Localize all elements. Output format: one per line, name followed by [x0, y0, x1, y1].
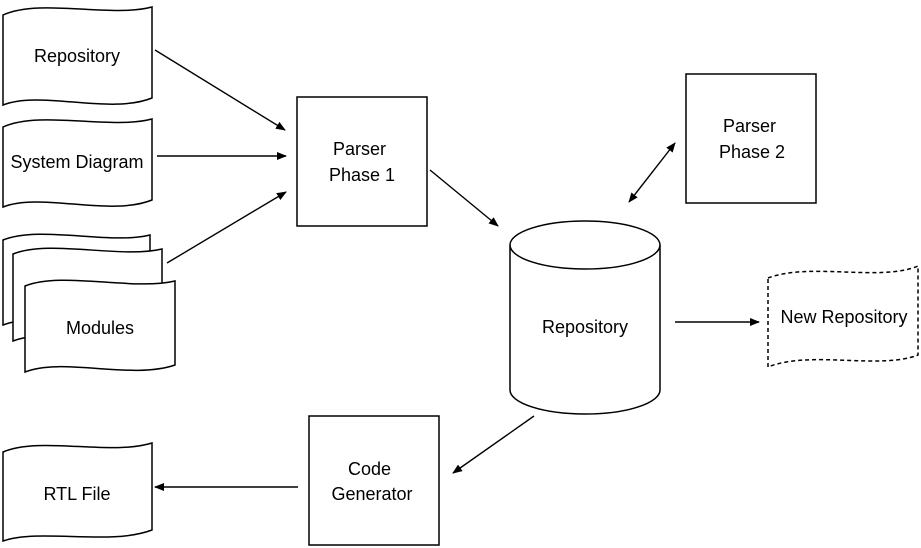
repository-input-label: Repository [34, 46, 120, 66]
parser-phase-2-line-1: Parser [723, 116, 776, 136]
parser-phase-2-line-2: Phase 2 [719, 142, 785, 162]
code-generator-line-1: Code [348, 459, 391, 479]
svg-text:Parser Phase 1: Parser Phase 1 [329, 139, 395, 185]
arrow-parser-2-repository-bidirectional [628, 142, 676, 203]
repository-db-label: Repository [542, 317, 628, 337]
parser-phase-2-box: Parser Phase 2 [685, 73, 817, 204]
arrow-repository-to-parser-1 [154, 49, 286, 131]
repository-database-cylinder: Repository [509, 220, 661, 415]
new-repository-document: New Repository [767, 264, 919, 369]
repository-input-document: Repository [2, 6, 153, 107]
arrow-parser-1-to-repository [429, 169, 499, 227]
svg-text:Code Generator: Code Generator [331, 459, 412, 504]
parser-phase-1-line-1: Parser [333, 139, 386, 159]
parser-phase-1-line-2: Phase 1 [329, 165, 395, 185]
arrow-modules-to-parser-1 [166, 191, 287, 264]
modules-label: Modules [66, 318, 134, 338]
rtl-file-document: RTL File [2, 441, 153, 543]
code-generator-line-2: Generator [331, 484, 412, 504]
system-diagram-label: System Diagram [10, 152, 143, 172]
rtl-file-label: RTL File [43, 484, 110, 504]
new-repository-label: New Repository [780, 307, 907, 327]
arrow-repository-to-code-generator [452, 415, 535, 474]
parser-phase-1-box: Parser Phase 1 [296, 96, 428, 227]
svg-text:Parser Phase 2: Parser Phase 2 [719, 116, 785, 162]
modules-document-stack: Modules [2, 233, 176, 374]
system-diagram-document: System Diagram [2, 118, 153, 209]
code-generator-box: Code Generator [308, 415, 440, 546]
